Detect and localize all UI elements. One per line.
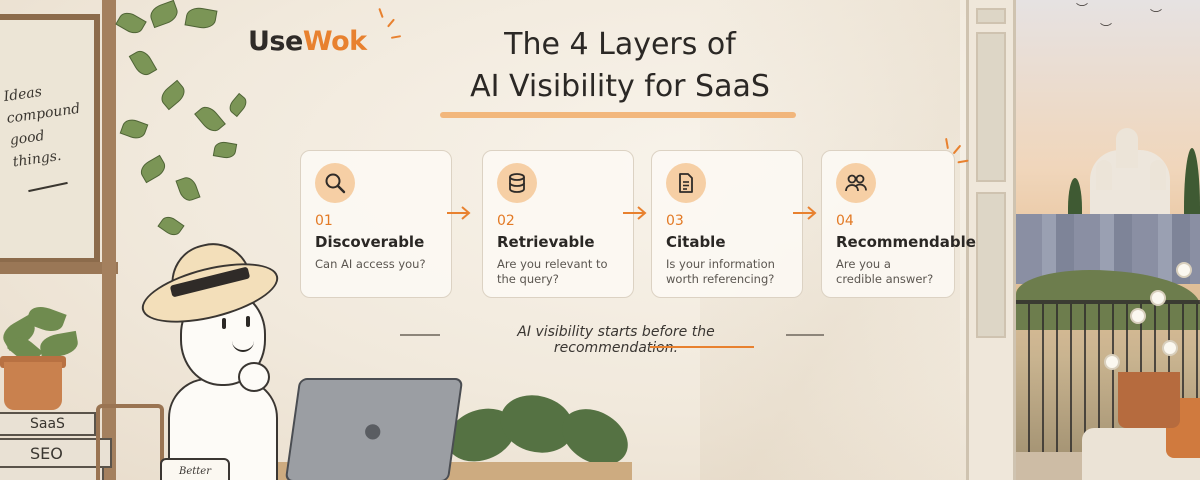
flower: [1176, 262, 1192, 278]
document-icon: [666, 163, 706, 203]
character-eye: [222, 318, 226, 329]
brand-logo-prefix: Use: [248, 26, 303, 57]
users-icon: [836, 163, 876, 203]
database-icon: [497, 163, 537, 203]
character-hand: [238, 362, 270, 392]
window-pane: [976, 192, 1006, 338]
left-window: Ideas compound good things.: [0, 0, 118, 480]
layer-card-discoverable: 01 Discoverable Can AI access you?: [300, 150, 452, 298]
bird-icon: ︶: [1150, 8, 1163, 22]
layer-description: Are you a credible answer?: [836, 257, 934, 286]
layer-number: 03: [666, 213, 684, 229]
arrow-right-icon: [793, 206, 817, 220]
flower: [1162, 340, 1178, 356]
basilica-dome: [1150, 160, 1166, 190]
coffee-mug: Better: [160, 458, 230, 480]
search-icon: [315, 163, 355, 203]
layer-number: 01: [315, 213, 333, 229]
flower: [1104, 354, 1120, 370]
book-seo-label: SEO: [30, 443, 63, 463]
window-post: [102, 0, 116, 480]
page-title-line-1: The 4 Layers of: [504, 27, 736, 62]
book-saas-label: SaaS: [30, 416, 65, 432]
chair: [96, 404, 164, 480]
layer-description: Are you relevant to the query?: [497, 257, 608, 286]
layer-number: 02: [497, 213, 515, 229]
layer-title: Recommendable: [836, 233, 976, 251]
brand-logo[interactable]: UseWok: [248, 26, 388, 64]
character-smile: [232, 340, 254, 352]
tagline-underline: [650, 346, 754, 348]
mug-label: Better: [178, 466, 211, 477]
flower: [1150, 290, 1166, 306]
book-bottom: [0, 466, 104, 480]
tagline-rule-left: [400, 334, 440, 336]
arrow-right-icon: [623, 206, 647, 220]
character-eye: [246, 316, 250, 327]
flower: [1130, 308, 1146, 324]
window-shelf: [0, 262, 118, 274]
plant-pot: [4, 362, 62, 410]
apple-logo-icon: ●: [364, 418, 382, 442]
bird-icon: ︶: [1076, 2, 1089, 16]
page-title: The 4 Layers of AI Visibility for SaaS: [420, 24, 820, 108]
page-title-line-2: AI Visibility for SaaS: [470, 69, 770, 104]
flower-pot: [1118, 372, 1180, 428]
bird-icon: ︶: [1100, 22, 1113, 36]
layer-description: Is your information worth referencing?: [666, 257, 775, 286]
arrow-right-icon: [447, 206, 471, 220]
window-pane: [976, 32, 1006, 182]
layer-card-citable: 03 Citable Is your information worth ref…: [651, 150, 803, 298]
layer-number: 04: [836, 213, 854, 229]
tagline: AI visibility starts before the recommen…: [517, 324, 715, 356]
layer-card-recommendable: 04 Recommendable Are you a credible answ…: [821, 150, 976, 298]
layer-title: Citable: [666, 233, 726, 251]
chalkboard-text: Ideas compound good things.: [2, 75, 97, 174]
layer-card-retrievable: 02 Retrievable Are you relevant to the q…: [482, 150, 634, 298]
tagline-rule-right: [786, 334, 824, 336]
chalkboard: [0, 14, 100, 264]
basilica-dome: [1096, 160, 1112, 190]
basilica-dome: [1116, 128, 1138, 168]
layer-title: Discoverable: [315, 233, 425, 251]
book-saas: SaaS: [0, 412, 96, 436]
brand-logo-accent: Wok: [302, 26, 367, 57]
layer-title: Retrievable: [497, 233, 595, 251]
window-pane: [976, 8, 1006, 24]
title-underline: [440, 112, 796, 118]
layer-description: Can AI access you?: [315, 257, 426, 271]
